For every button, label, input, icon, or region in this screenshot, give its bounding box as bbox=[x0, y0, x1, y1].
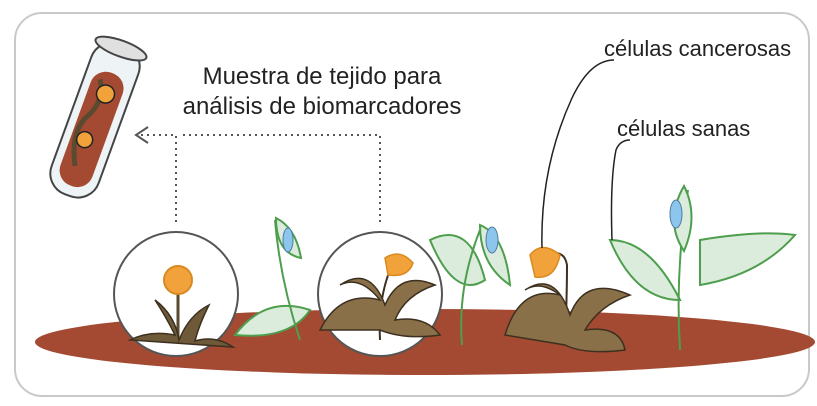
sample-circle-left bbox=[113, 231, 239, 357]
sample-label-line2: análisis de biomarcadores bbox=[182, 93, 462, 120]
sample-label-line1: Muestra de tejido para bbox=[202, 63, 442, 90]
arrow-head bbox=[134, 126, 149, 144]
healthy-leader-line bbox=[610, 139, 631, 241]
flower-head bbox=[163, 265, 193, 295]
sample-label: Muestra de tejido para análisis de bioma… bbox=[172, 62, 472, 122]
healthy-plant-3 bbox=[608, 183, 797, 351]
healthy-cells-label: células sanas bbox=[617, 116, 751, 141]
healthy-plant-2 bbox=[428, 223, 512, 346]
cancer-cells-label: células cancerosas bbox=[604, 36, 792, 61]
diseased-plant bbox=[504, 246, 633, 353]
healthy-plant-1 bbox=[233, 216, 312, 341]
test-tube-icon bbox=[49, 35, 148, 199]
sample-circle-middle bbox=[317, 231, 443, 357]
dotted-arrow-icon bbox=[140, 134, 381, 222]
cancer-leader-line bbox=[541, 59, 615, 249]
